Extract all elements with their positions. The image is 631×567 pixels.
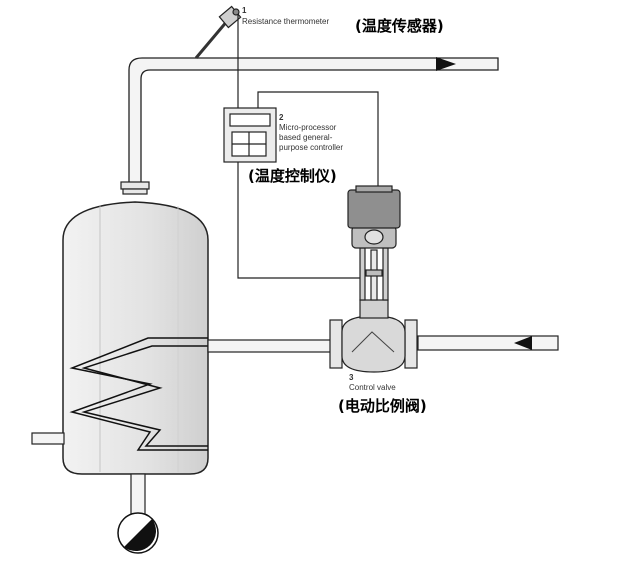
svg-text:Resistance thermometer: Resistance thermometer [242, 17, 329, 26]
svg-text:3: 3 [349, 373, 354, 382]
controller-label: 2 Micro-processor based general- purpose… [248, 113, 343, 185]
left-inlet-pipe [31, 432, 65, 445]
outlet-flow-arrow [436, 57, 456, 71]
drain-pipe [130, 473, 146, 515]
svg-text:(温度传感器): (温度传感器) [355, 17, 444, 35]
storage-tank [62, 201, 209, 475]
svg-text:Micro-processor: Micro-processor [279, 123, 337, 132]
svg-text:Control valve: Control valve [349, 383, 396, 392]
temperature-controller [223, 107, 277, 163]
svg-text:(温度控制仪): (温度控制仪) [248, 167, 337, 185]
steam-trap [117, 512, 159, 554]
control-valve [329, 185, 418, 373]
svg-text:2: 2 [279, 113, 284, 122]
heating-coil [69, 337, 208, 451]
outlet-pipe [128, 57, 499, 191]
svg-text:(电动比例阀): (电动比例阀) [338, 397, 427, 415]
resistance-thermometer [194, 5, 242, 59]
svg-text:1: 1 [242, 6, 247, 15]
pipe-flange [120, 181, 150, 195]
svg-text:based general-: based general- [279, 133, 333, 142]
svg-text:purpose controller: purpose controller [279, 143, 343, 152]
controller-output-wire [237, 91, 379, 279]
thermometer-label: 1 Resistance thermometer (温度传感器) [242, 6, 444, 35]
valve-label: 3 Control valve (电动比例阀) [338, 373, 427, 415]
inlet-flow-arrow [514, 336, 532, 350]
